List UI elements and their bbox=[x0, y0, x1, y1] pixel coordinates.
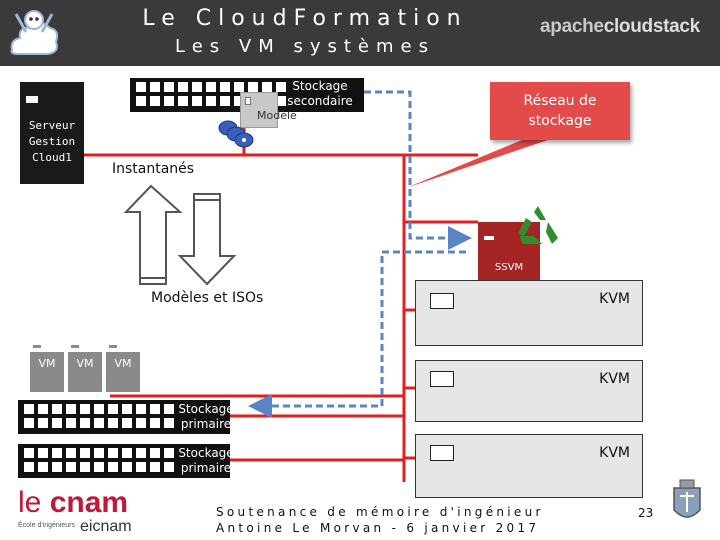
port-row-top bbox=[24, 448, 174, 458]
management-server: Serveur Gestion Cloud1 bbox=[20, 82, 84, 184]
cnam-name: cnam bbox=[49, 486, 129, 519]
templates-isos-label: Modèles et ISOs bbox=[151, 290, 264, 306]
secondary-storage-line2: secondaire bbox=[287, 94, 353, 108]
storage-data-paths bbox=[248, 90, 472, 418]
kvm-label-2: KVM bbox=[599, 371, 630, 387]
kvm-host-2: KVM bbox=[415, 360, 643, 422]
vm-box-3: VM bbox=[106, 345, 140, 392]
snapshot-arrow-up bbox=[123, 184, 183, 285]
port-row-top bbox=[136, 82, 286, 92]
slide-title: Le CloudFormation bbox=[142, 6, 468, 31]
vm-box-1: VM bbox=[30, 345, 64, 392]
primary-storage-2-line2: primaire bbox=[180, 461, 232, 475]
kvm-host-1: KVM bbox=[415, 280, 643, 346]
kvm-port bbox=[430, 445, 454, 461]
management-server-label: Serveur Gestion Cloud1 bbox=[20, 118, 84, 166]
callout-line2: stockage bbox=[528, 113, 592, 129]
snapshots-label: Instantanés bbox=[112, 161, 195, 177]
port-row-bottom bbox=[24, 418, 174, 428]
port-row-bottom bbox=[24, 462, 174, 472]
template-arrow-down bbox=[177, 193, 237, 286]
cnam-subline-right: eicnam bbox=[80, 518, 132, 535]
ssvm-label: SSVM bbox=[494, 262, 524, 273]
mascot-logo-icon bbox=[10, 10, 59, 55]
footer-line1: Soutenance de mémoire d'ingénieur bbox=[216, 505, 544, 519]
cnam-le: le bbox=[18, 486, 50, 519]
kvm-host-3: KVM bbox=[415, 434, 643, 498]
primary-storage-1-line2: primaire bbox=[180, 417, 232, 431]
callout-line1: Réseau de bbox=[523, 93, 597, 109]
header-bar: Le CloudFormation Les VM systèmes apache… bbox=[0, 0, 720, 66]
vm-label-2: VM bbox=[76, 357, 94, 370]
port-row-bottom bbox=[136, 96, 286, 106]
primary-storage-2-line1: Stockage bbox=[178, 446, 234, 460]
template-store-slot bbox=[245, 97, 251, 105]
server-slot bbox=[26, 96, 38, 103]
vm-label-1: VM bbox=[38, 357, 56, 370]
apache-cloudstack-logo: apachecloudstack bbox=[540, 16, 700, 38]
page-number: 23 bbox=[638, 506, 654, 520]
kvm-port bbox=[430, 293, 454, 309]
secondary-storage-line1: Stockage bbox=[292, 79, 348, 93]
disk-icon bbox=[218, 120, 254, 148]
kvm-label-1: KVM bbox=[599, 291, 630, 307]
slide-subtitle: Les VM systèmes bbox=[175, 36, 435, 57]
brand-part-cloudstack: cloudstack bbox=[603, 16, 701, 37]
kvm-port bbox=[430, 371, 454, 387]
callout-text: Réseau de stockage bbox=[490, 91, 630, 131]
vm-label-3: VM bbox=[114, 357, 132, 370]
primary-storage-1-line1: Stockage bbox=[178, 402, 234, 416]
cnam-logo: le cnam École d'ingénieurs eicnam bbox=[18, 486, 132, 536]
server-label-line1: Serveur bbox=[28, 119, 76, 132]
ssvm-slot bbox=[484, 236, 494, 240]
footer-line2: Antoine Le Morvan - 6 janvier 2017 bbox=[216, 521, 540, 535]
storage-network-callout: Réseau de stockage bbox=[490, 82, 630, 140]
primary-storage-switch-1 bbox=[18, 400, 230, 434]
server-label-line3: Cloud1 bbox=[32, 151, 72, 164]
vm-slot bbox=[71, 345, 79, 348]
callout-pointer bbox=[406, 140, 548, 188]
primary-storage-label-1: Stockage primaire bbox=[176, 402, 236, 432]
vm-slot bbox=[33, 345, 41, 348]
template-label: Modèle bbox=[257, 109, 297, 122]
primary-storage-label-2: Stockage primaire bbox=[176, 446, 236, 476]
secondary-storage-label: Stockage secondaire bbox=[286, 79, 354, 109]
crest-icon bbox=[673, 479, 701, 518]
kvm-label-3: KVM bbox=[599, 445, 630, 461]
primary-storage-switch-2 bbox=[18, 444, 230, 478]
brand-part-apache: apache bbox=[540, 16, 604, 37]
footer-text: Soutenance de mémoire d'ingénieur Antoin… bbox=[216, 504, 544, 536]
cnam-subline-left: École d'ingénieurs bbox=[18, 522, 75, 529]
vm-box-2: VM bbox=[68, 345, 102, 392]
template-store bbox=[240, 92, 278, 128]
port-row-top bbox=[24, 404, 174, 414]
server-label-line2: Gestion bbox=[28, 135, 76, 148]
recycle-icon bbox=[518, 206, 558, 244]
vm-slot bbox=[109, 345, 117, 348]
